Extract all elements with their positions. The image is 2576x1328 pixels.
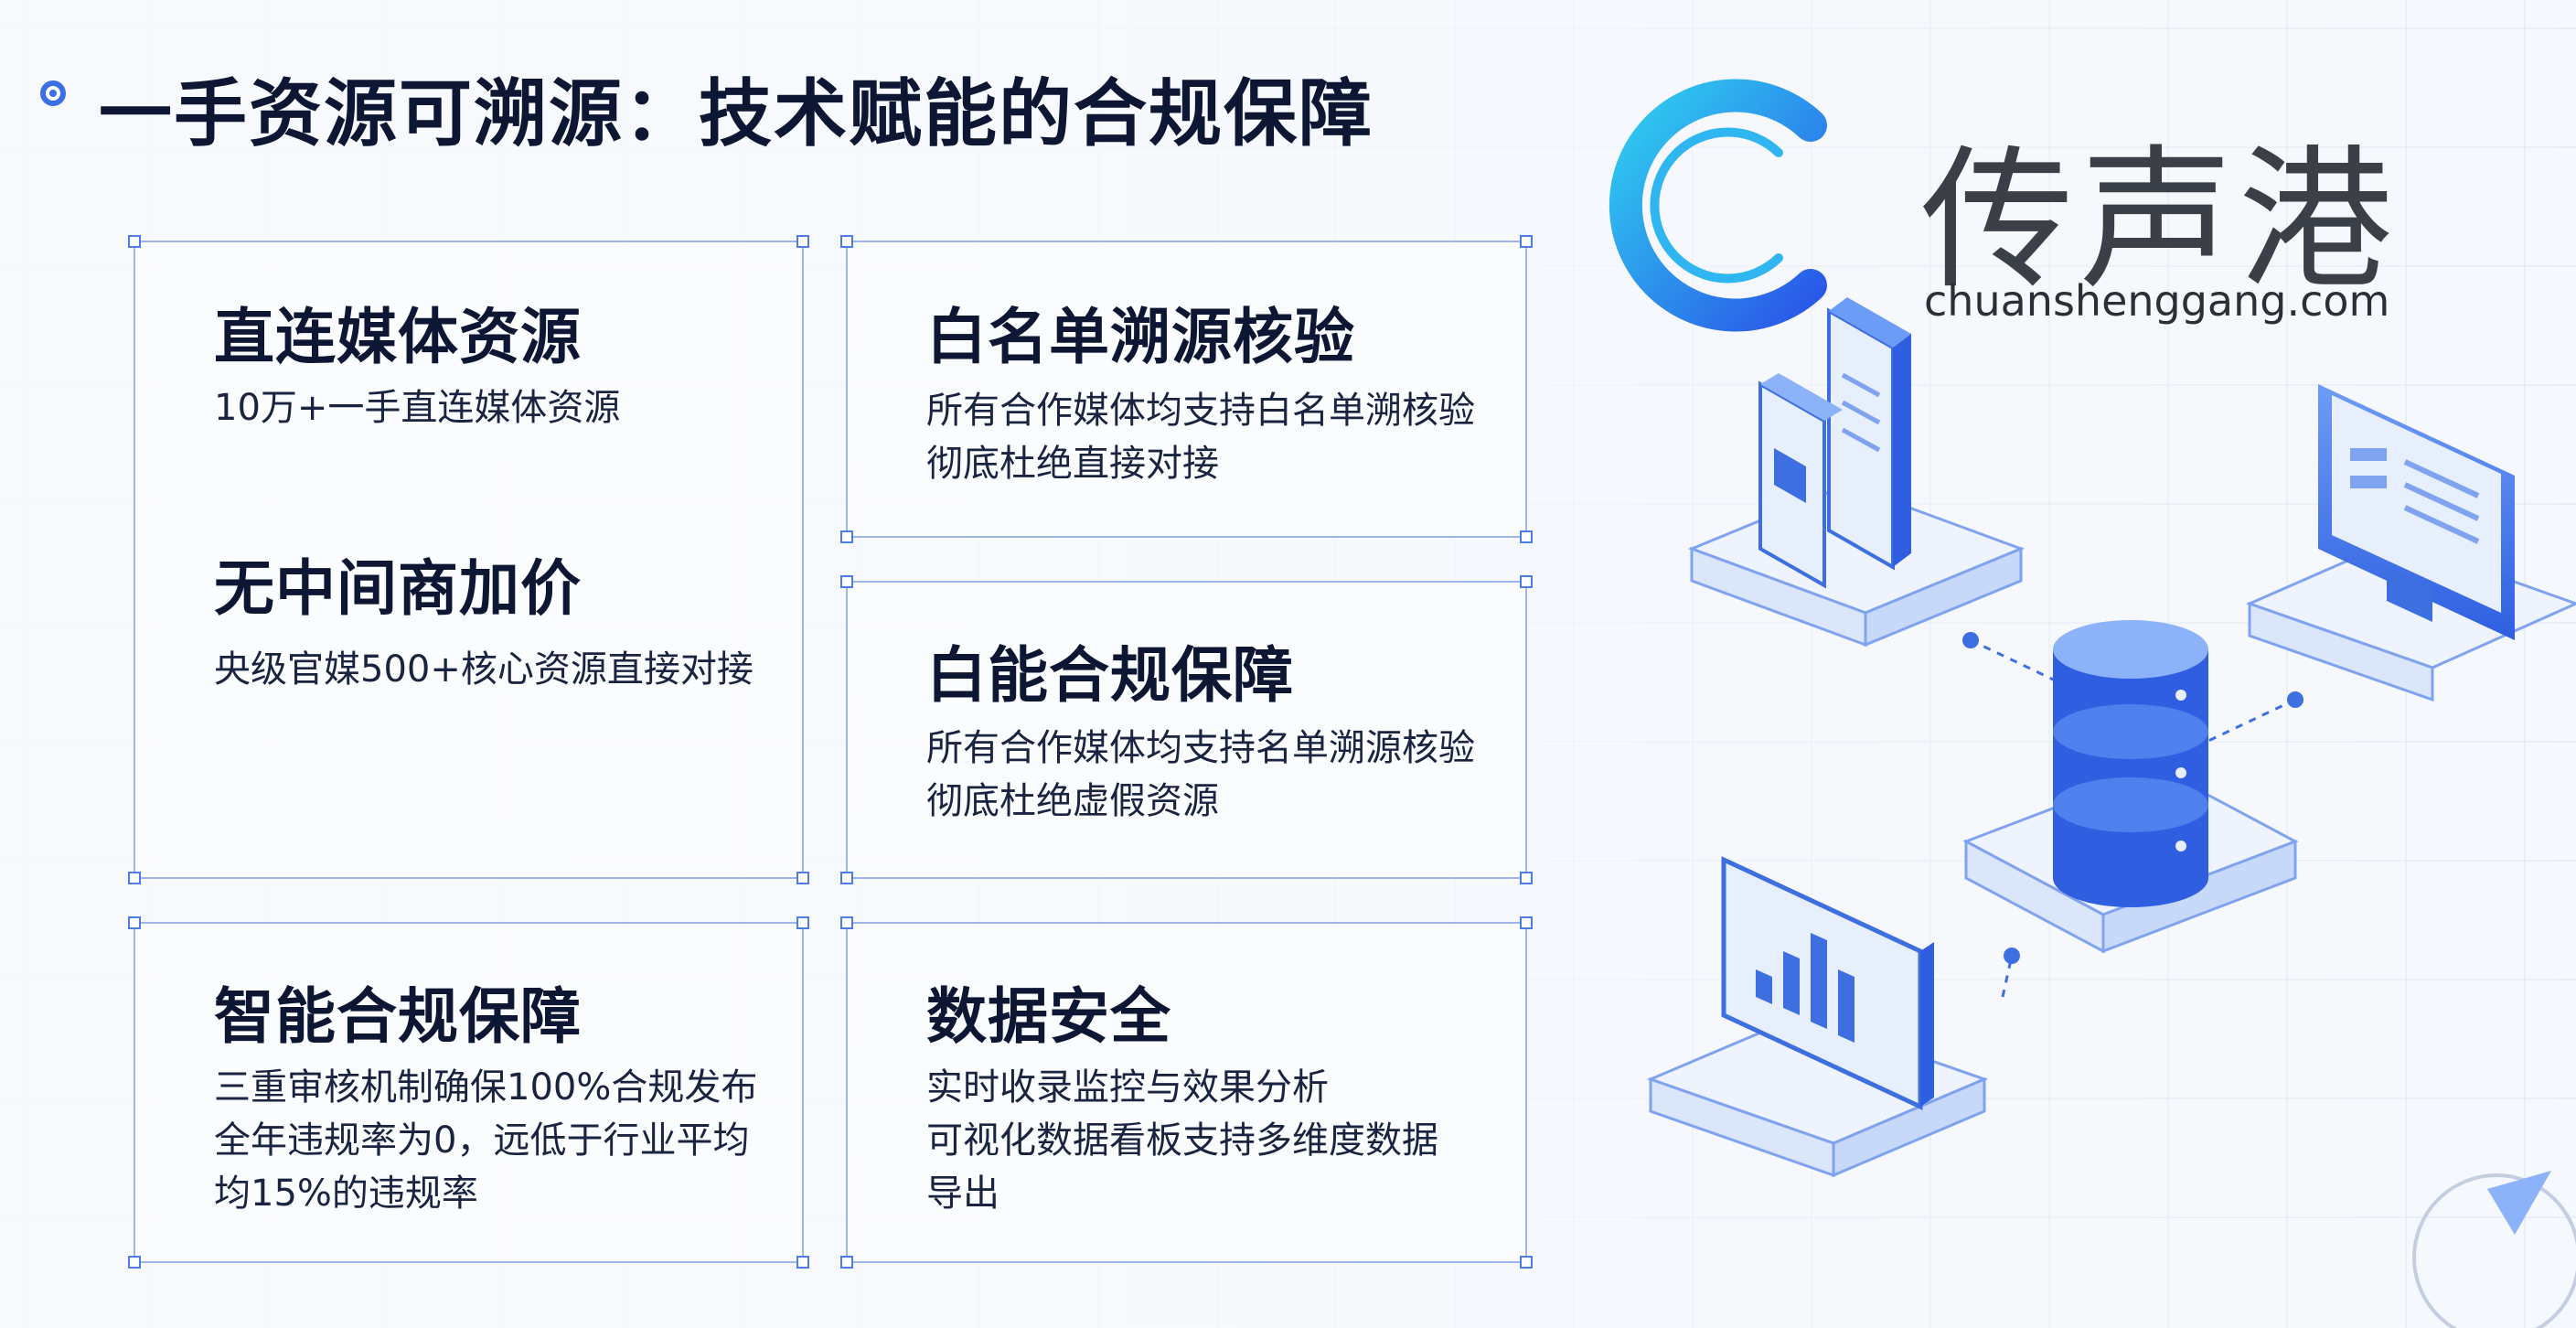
frame-handle <box>128 235 141 248</box>
frame-handle <box>1520 872 1533 884</box>
frame-handle <box>1520 916 1533 929</box>
title-bullet-icon <box>40 80 66 106</box>
page-title: 一手资源可溯源：技术赋能的合规保障 <box>99 71 1374 156</box>
card-text: 所有合作媒体均支持白名单溯核验 <box>926 390 1475 432</box>
frame-handle <box>796 916 809 929</box>
card-text: 彻底杜绝虚假资源 <box>926 780 1219 822</box>
frame-handle <box>840 530 853 543</box>
document-stack-icon <box>1687 297 2026 648</box>
frame-handle <box>128 872 141 884</box>
frame-handle <box>796 1256 809 1269</box>
card-text: 所有合作媒体均支持名单溯源核验 <box>926 727 1475 769</box>
card-title: 数据安全 <box>926 981 1171 1052</box>
network-illustration <box>1646 297 2576 1328</box>
card-compliance: 白能合规保障 所有合作媒体均支持名单溯源核验 彻底杜绝虚假资源 <box>840 575 1533 884</box>
frame-handle <box>1520 235 1533 248</box>
card-text: 三重审核机制确保100%合规发布 <box>214 1066 758 1108</box>
brand-name: 传声港 <box>1920 131 2398 310</box>
card-text: 均15%的违规率 <box>214 1173 478 1215</box>
card-title: 智能合规保障 <box>214 981 582 1052</box>
gauge-icon <box>2412 1171 2576 1328</box>
database-icon <box>1962 620 2299 954</box>
frame-handle <box>1520 530 1533 543</box>
card-text: 可视化数据看板支持多维度数据 <box>926 1119 1438 1162</box>
frame-handle <box>796 872 809 884</box>
frame-handle <box>840 1256 853 1269</box>
frame-handle <box>796 235 809 248</box>
card-text: 10万+一手直连媒体资源 <box>214 387 621 429</box>
card-title: 无中间商加价 <box>214 553 582 624</box>
card-title: 直连媒体资源 <box>214 302 582 372</box>
card-title: 白名单溯源核验 <box>926 302 1355 372</box>
monitor-icon <box>2245 384 2576 702</box>
frame-handle <box>1520 575 1533 588</box>
card-text: 央级官媒500+核心资源直接对接 <box>214 648 754 691</box>
brand-url: chuanshenggang.com <box>1924 276 2390 326</box>
card-text: 实时收录监控与效果分析 <box>926 1066 1329 1108</box>
card-text: 全年违规率为0，远低于行业平均 <box>214 1119 750 1162</box>
frame-handle <box>1520 1256 1533 1269</box>
card-title: 白能合规保障 <box>926 640 1294 711</box>
card-text: 导出 <box>926 1173 999 1215</box>
card-media-resources: 直连媒体资源 10万+一手直连媒体资源 无中间商加价 央级官媒500+核心资源直… <box>128 235 809 884</box>
frame-handle <box>840 872 853 884</box>
card-text: 彻底杜绝直接对接 <box>926 443 1219 485</box>
frame-handle <box>128 916 141 929</box>
frame-handle <box>840 235 853 248</box>
card-data-security: 数据安全 实时收录监控与效果分析 可视化数据看板支持多维度数据 导出 <box>840 916 1533 1269</box>
frame-handle <box>840 575 853 588</box>
card-whitelist: 白名单溯源核验 所有合作媒体均支持白名单溯核验 彻底杜绝直接对接 <box>840 235 1533 543</box>
frame-handle <box>840 916 853 929</box>
bar-chart-monitor-icon <box>1646 856 1989 1178</box>
sound-wave-logo-icon <box>1609 79 1827 332</box>
card-smart-compliance: 智能合规保障 三重审核机制确保100%合规发布 全年违规率为0，远低于行业平均 … <box>128 916 809 1269</box>
frame-handle <box>128 1256 141 1269</box>
